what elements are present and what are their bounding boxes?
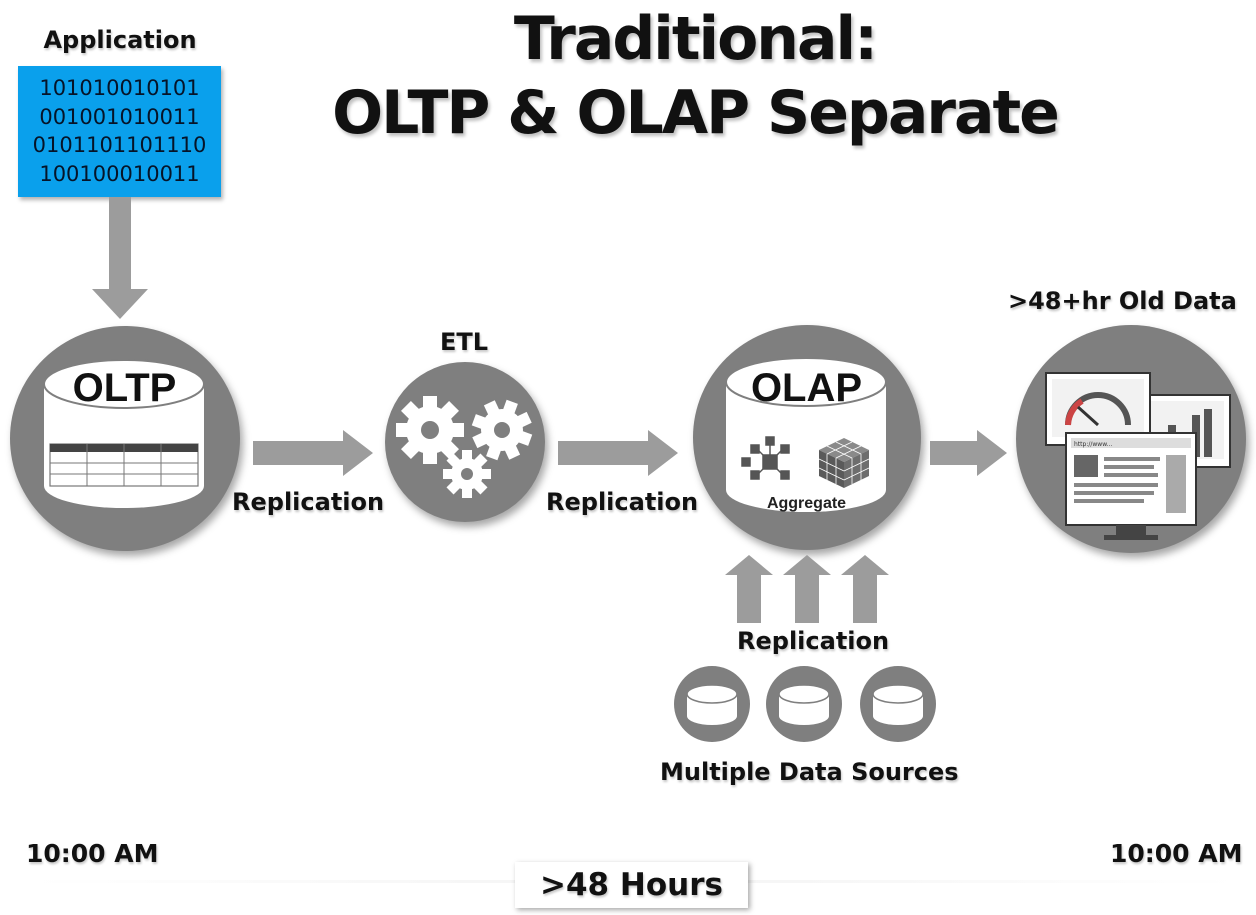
old-data-label: >48+hr Old Data [1008, 287, 1237, 315]
arrow-etl-to-olap [558, 430, 678, 476]
replication-label-3: Replication [737, 627, 890, 655]
timeline-end: 10:00 AM [1110, 839, 1243, 868]
olap-database-icon [725, 357, 887, 512]
table-icon [49, 443, 199, 487]
data-source-1 [674, 666, 750, 742]
replication-label-2: Replication [546, 488, 699, 516]
etl-label: ETL [440, 328, 489, 356]
title-line-2: OLTP & OLAP Separate [332, 78, 1060, 148]
dashboard-monitors-icon: http://www... [1045, 372, 1231, 540]
oltp-label: OLTP [72, 366, 177, 410]
arrow-olap-to-reports [930, 430, 1007, 476]
data-sources-icons [674, 666, 936, 742]
replication-label-1: Replication [232, 488, 385, 516]
oltp-database-icon [43, 359, 205, 508]
binary-line: 101010010101 [39, 76, 200, 100]
gears-icon [396, 396, 533, 498]
application-label: Application [43, 26, 197, 54]
cube-icon [818, 438, 870, 488]
title-line-1: Traditional: [513, 4, 878, 74]
duration-box: >48 Hours [515, 862, 748, 908]
timeline-start: 10:00 AM [26, 839, 159, 868]
web-page-monitor: http://www... [1065, 432, 1197, 540]
network-icon [741, 436, 790, 480]
binary-line: 100100010011 [39, 161, 200, 186]
binary-line: 001001010011 [39, 104, 200, 129]
aggregate-label: Aggregate [766, 495, 847, 512]
binary-line: 0101101101110 [32, 133, 207, 157]
data-source-2 [766, 666, 842, 742]
arrow-oltp-to-etl [253, 430, 373, 476]
arrow-app-to-oltp [92, 197, 148, 319]
diagram-title: Traditional: OLTP & OLAP Separate [300, 2, 1090, 150]
data-source-3 [860, 666, 936, 742]
olap-label: OLAP [750, 366, 863, 410]
application-binary-box: 101010010101 001001010011 0101101101110 … [18, 66, 221, 197]
url-text: http://www... [1074, 441, 1112, 448]
multiple-data-sources-label: Multiple Data Sources [660, 758, 959, 786]
arrows-sources-to-olap [725, 555, 889, 623]
